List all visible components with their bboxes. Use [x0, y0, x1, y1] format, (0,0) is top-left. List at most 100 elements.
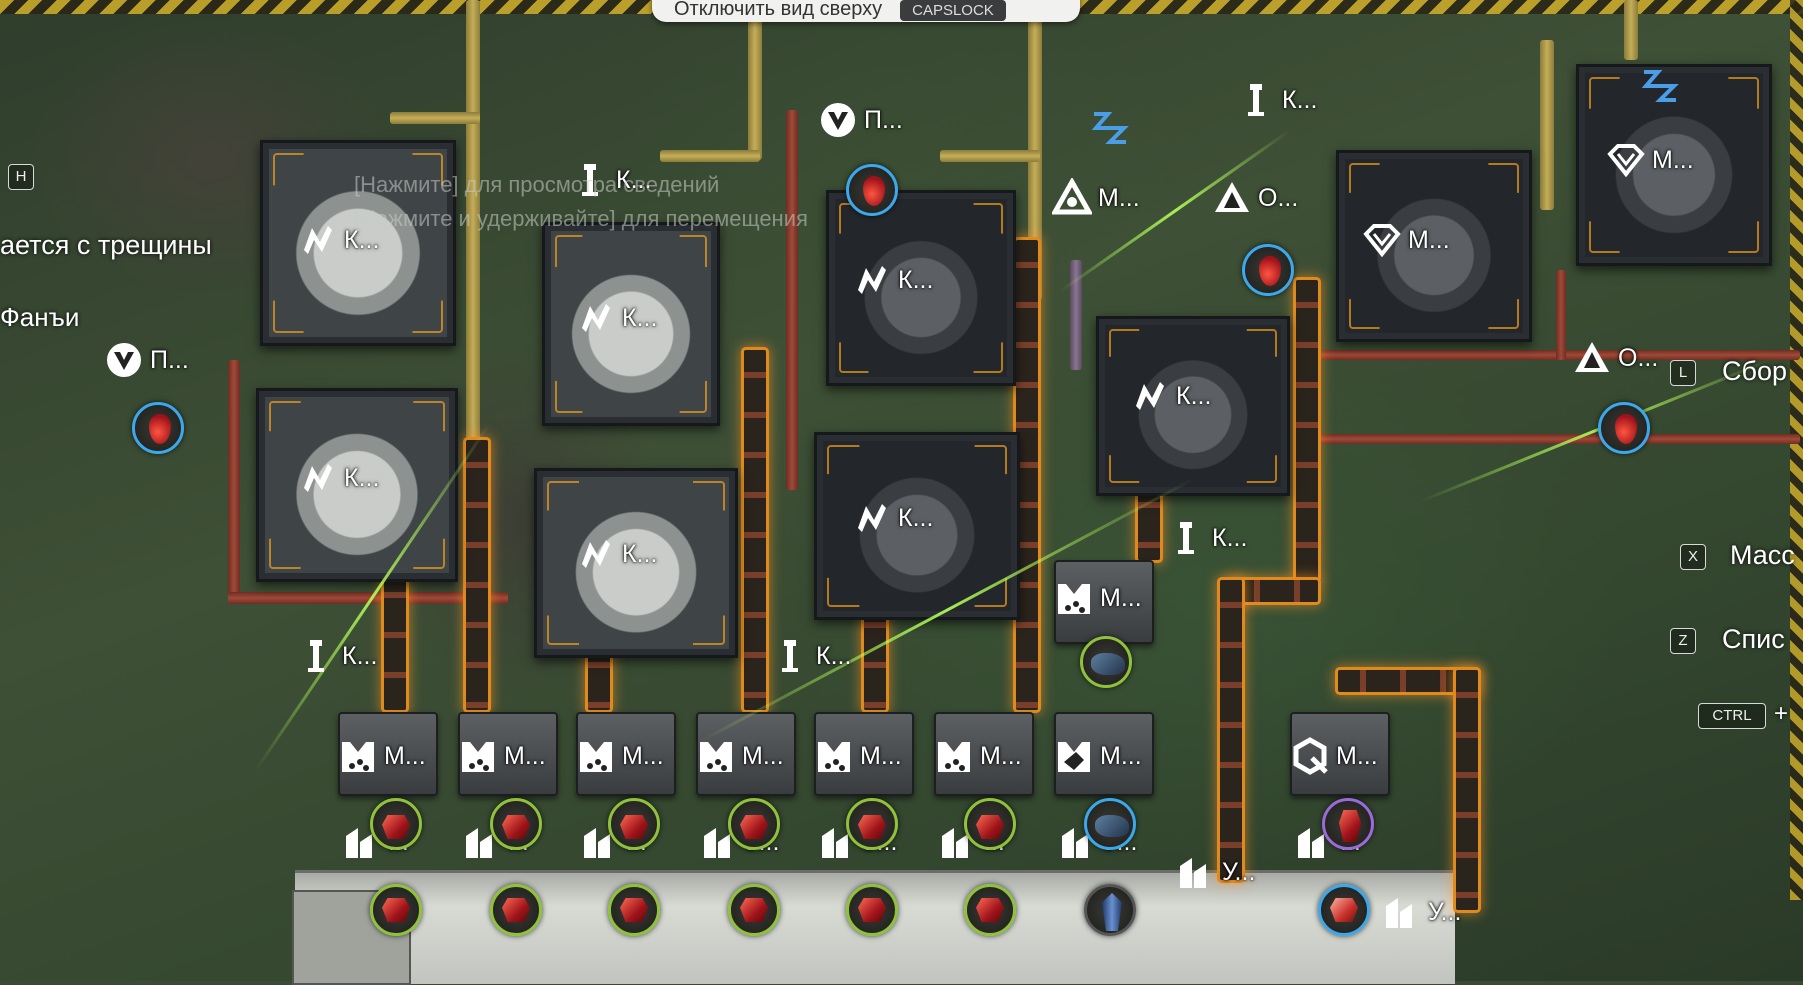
- hotkey-h[interactable]: H: [8, 164, 34, 190]
- crusher-name: К...: [622, 539, 658, 568]
- conveyor-belt: [1220, 580, 1242, 880]
- miner-label[interactable]: М...: [576, 736, 664, 776]
- crusher-machine[interactable]: [260, 140, 456, 346]
- crusher-label[interactable]: К...: [298, 220, 379, 260]
- ore-badge[interactable]: [370, 798, 422, 850]
- sorter-label[interactable]: М...: [1290, 736, 1378, 776]
- gem-badge[interactable]: [846, 884, 898, 936]
- relay-tower-label[interactable]: К...: [296, 636, 377, 676]
- list-label[interactable]: Спис: [1722, 624, 1785, 654]
- top-view-toggle[interactable]: Отключить вид сверху CAPSLOCK: [652, 0, 1080, 22]
- relay-tower-label[interactable]: К...: [770, 636, 851, 676]
- crusher-label[interactable]: К...: [576, 534, 657, 574]
- relay-tower-name: К...: [1212, 523, 1248, 552]
- crusher-label[interactable]: К...: [852, 498, 933, 538]
- hint-line-view: [Нажмите] для просмотра сведений: [354, 172, 720, 197]
- miner-label[interactable]: М...: [814, 736, 902, 776]
- blue-ore-icon: [1091, 653, 1125, 675]
- gem-badge[interactable]: [964, 884, 1016, 936]
- crusher-icon: [304, 464, 332, 492]
- miner-label[interactable]: М...: [1054, 578, 1142, 618]
- relay-tower-label[interactable]: К...: [1236, 80, 1317, 120]
- sorter-machine[interactable]: [1290, 712, 1390, 796]
- module-label[interactable]: М...: [1052, 178, 1140, 218]
- crusher-machine[interactable]: [542, 222, 720, 426]
- relay-tower-icon: [1178, 522, 1194, 554]
- depot-icon: [1298, 828, 1324, 858]
- gem-badge[interactable]: [1318, 884, 1370, 936]
- ore-badge[interactable]: [490, 798, 542, 850]
- gem-badge[interactable]: [608, 884, 660, 936]
- fluid-badge[interactable]: [1598, 402, 1650, 454]
- miner-label[interactable]: М...: [338, 736, 426, 776]
- relay-tower-label[interactable]: К...: [570, 160, 651, 200]
- miner-label[interactable]: М...: [696, 736, 784, 776]
- gem-badge[interactable]: [490, 884, 542, 936]
- hotkey-z[interactable]: Z: [1670, 628, 1696, 654]
- ore-badge[interactable]: [846, 798, 898, 850]
- miner-icon: [700, 742, 732, 772]
- relay-tower-name: К...: [1282, 85, 1318, 114]
- fluid-badge[interactable]: [132, 402, 184, 454]
- fluid-badge[interactable]: [1242, 244, 1294, 296]
- hotkey-x[interactable]: X: [1680, 544, 1706, 570]
- module-label[interactable]: О...: [1212, 178, 1298, 218]
- conveyor-belt: [1232, 580, 1318, 602]
- hotkey-ctrl[interactable]: CTRL: [1698, 703, 1766, 729]
- gem-badge[interactable]: [728, 884, 780, 936]
- crusher-machine[interactable]: [826, 190, 1016, 386]
- ore-badge[interactable]: [964, 798, 1016, 850]
- miner-machine[interactable]: [814, 712, 914, 796]
- blue-ore-icon: [1095, 815, 1129, 837]
- crusher-label[interactable]: К...: [298, 458, 379, 498]
- gem-badge[interactable]: [370, 884, 422, 936]
- hotkey-l[interactable]: L: [1670, 360, 1696, 386]
- red-gem-icon: [1330, 898, 1358, 922]
- crusher-label[interactable]: К...: [852, 260, 933, 300]
- depot-label[interactable]: У...: [1382, 892, 1461, 932]
- miner-name: М...: [622, 741, 664, 770]
- miner-label[interactable]: М...: [458, 736, 546, 776]
- product-badge[interactable]: [1322, 798, 1374, 850]
- ore-badge[interactable]: [728, 798, 780, 850]
- crusher-name: К...: [1176, 381, 1212, 410]
- refinery-machine[interactable]: [1336, 150, 1532, 342]
- idle-zz-icon: [1641, 70, 1679, 102]
- crusher-label[interactable]: К...: [576, 298, 657, 338]
- module-label[interactable]: О...: [1572, 338, 1658, 378]
- crusher-icon: [582, 304, 610, 332]
- depot-icon: [822, 828, 848, 858]
- crusher-label[interactable]: К...: [1130, 376, 1211, 416]
- miner-name: М...: [1100, 583, 1142, 612]
- miner-label[interactable]: М...: [1054, 736, 1142, 776]
- crusher-machine[interactable]: [1096, 316, 1290, 496]
- miner-label[interactable]: М...: [934, 736, 1022, 776]
- red-gem-icon: [502, 898, 530, 922]
- relay-tower-label[interactable]: К...: [1166, 518, 1247, 558]
- depot-name: У...: [1428, 897, 1462, 926]
- pipe: [940, 150, 1040, 162]
- depot-icon: [942, 828, 968, 858]
- pipe: [390, 112, 480, 124]
- fluid-badge[interactable]: [846, 164, 898, 216]
- refinery-name: М...: [1652, 145, 1694, 174]
- mass-action-label[interactable]: Масс: [1730, 540, 1795, 570]
- conveyor-belt: [466, 440, 488, 710]
- pump-label[interactable]: П...: [818, 100, 903, 140]
- crusher-name: К...: [898, 503, 934, 532]
- refinery-machine[interactable]: [1576, 64, 1772, 266]
- crusher-machine[interactable]: [534, 468, 738, 658]
- build-menu-label[interactable]: Сбор: [1722, 356, 1787, 386]
- miner-icon: [818, 742, 850, 772]
- refinery-label[interactable]: М...: [1606, 140, 1694, 180]
- ore-badge[interactable]: [608, 798, 660, 850]
- crystal-badge[interactable]: [1084, 884, 1136, 936]
- refinery-label[interactable]: М...: [1362, 220, 1450, 260]
- depot-label[interactable]: У...: [1176, 852, 1255, 892]
- pump-label[interactable]: П...: [104, 340, 189, 380]
- crusher-machine[interactable]: [256, 388, 458, 582]
- ore-badge[interactable]: [1084, 798, 1136, 850]
- ore-badge[interactable]: [1080, 636, 1132, 688]
- crusher-name: К...: [622, 303, 658, 332]
